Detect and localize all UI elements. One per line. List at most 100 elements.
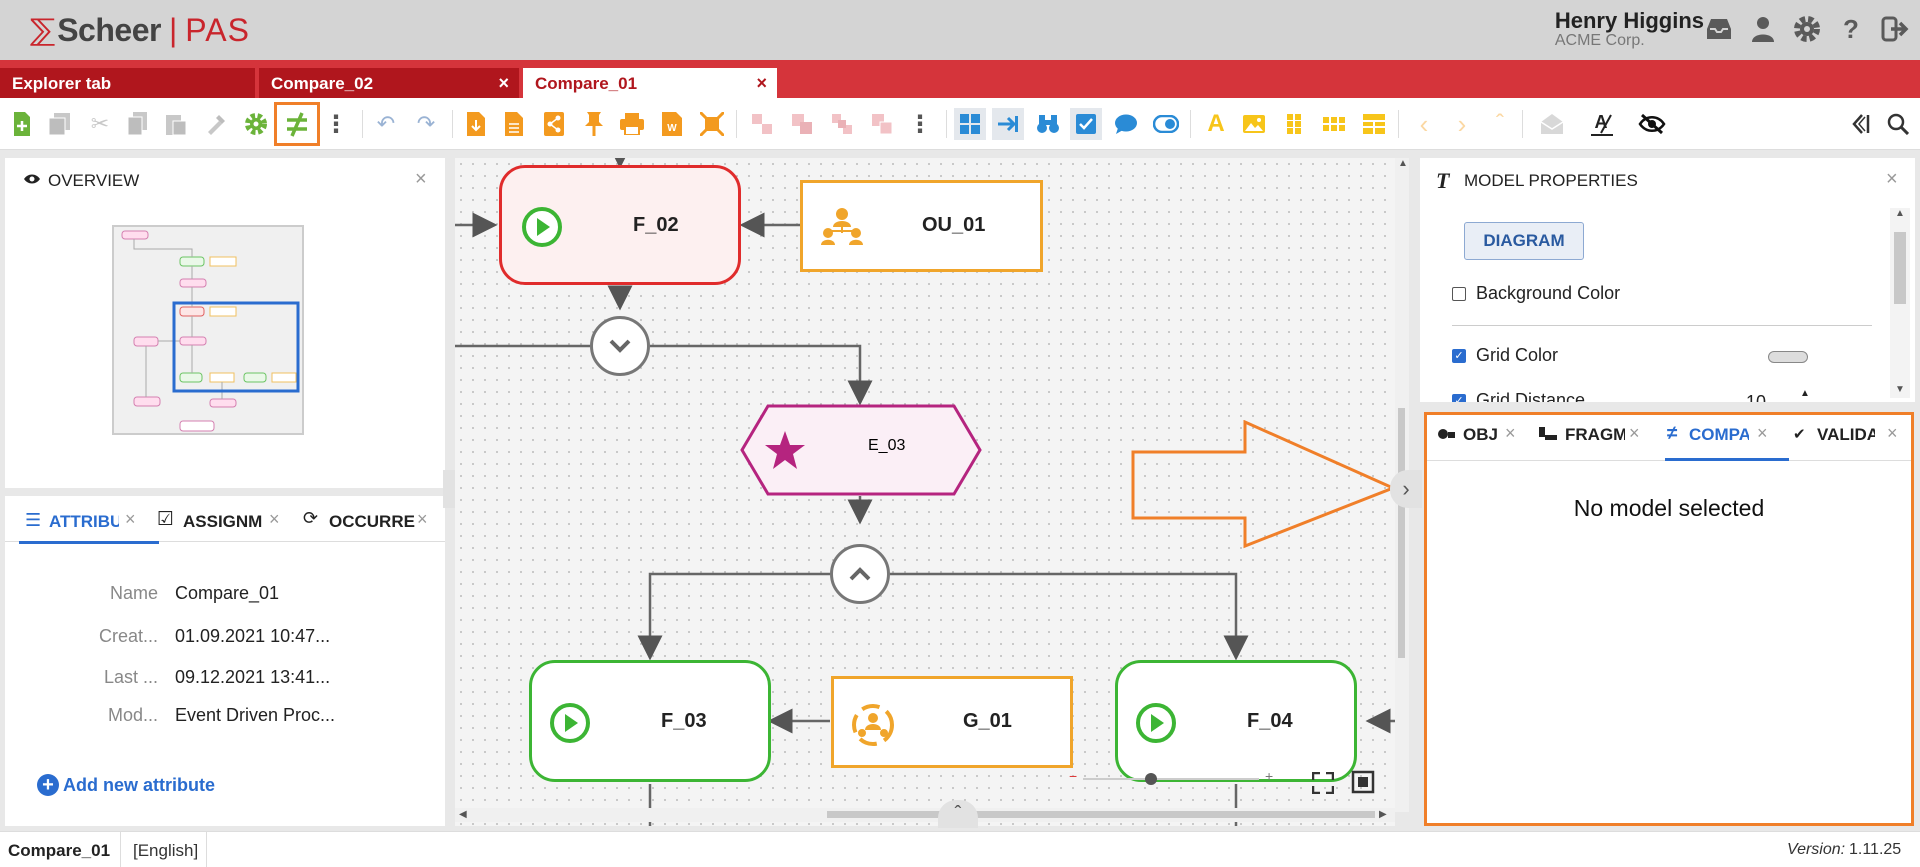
diagram-button[interactable]: DIAGRAM bbox=[1464, 222, 1584, 260]
grid-view-icon[interactable] bbox=[954, 108, 986, 140]
background-color-option[interactable]: Background Color bbox=[1452, 283, 1620, 304]
comment-icon[interactable] bbox=[1110, 108, 1142, 140]
fit-screen-icon[interactable] bbox=[1351, 770, 1375, 799]
binoculars-icon[interactable] bbox=[1032, 108, 1064, 140]
collapse-panel-icon[interactable] bbox=[1844, 108, 1876, 140]
close-icon[interactable]: × bbox=[269, 509, 280, 529]
fullscreen-icon[interactable] bbox=[1311, 771, 1335, 799]
mail-icon[interactable] bbox=[1536, 108, 1568, 140]
event-node-e03[interactable]: E_03 bbox=[740, 404, 982, 496]
tab-attributes[interactable]: ☰ ATTRIBU × bbox=[19, 509, 159, 544]
previous-icon[interactable]: ‹ bbox=[1419, 108, 1429, 139]
table-icon[interactable] bbox=[1358, 108, 1390, 140]
toggle-icon[interactable] bbox=[1150, 108, 1182, 140]
zoom-out-icon[interactable]: − bbox=[1069, 768, 1078, 784]
gear-icon[interactable] bbox=[1792, 14, 1822, 44]
close-icon[interactable]: × bbox=[1757, 423, 1768, 443]
row-layout-icon[interactable] bbox=[1318, 108, 1350, 140]
redo-icon[interactable]: ↷ bbox=[416, 111, 436, 136]
new-model-icon[interactable] bbox=[6, 108, 38, 140]
collapse-bottom-handle[interactable]: ˆ bbox=[938, 800, 978, 828]
cut-icon[interactable]: ✂ bbox=[90, 111, 110, 136]
diagram-canvas[interactable]: F_02 OU_01 E_03 F_03 G_01 bbox=[455, 158, 1395, 826]
grid-distance-value[interactable]: 10 bbox=[1746, 392, 1767, 402]
stepper-up-icon[interactable]: ▲ bbox=[1800, 388, 1810, 399]
fit-icon[interactable] bbox=[696, 108, 728, 140]
close-icon[interactable]: × bbox=[415, 168, 427, 190]
format-painter-icon[interactable] bbox=[200, 108, 232, 140]
document-icon[interactable] bbox=[498, 108, 530, 140]
gateway-split-node[interactable] bbox=[590, 316, 650, 376]
hide-icon[interactable] bbox=[1636, 108, 1668, 140]
function-node-f03[interactable]: F_03 bbox=[529, 660, 771, 782]
align-icon[interactable] bbox=[746, 108, 778, 140]
collapse-right-handle[interactable]: › bbox=[1390, 470, 1422, 508]
zoom-handle[interactable] bbox=[1145, 773, 1157, 785]
checkbox-icon[interactable] bbox=[1070, 108, 1102, 140]
close-icon[interactable]: × bbox=[1505, 423, 1516, 443]
tab-compare-02[interactable]: Compare_02 × bbox=[259, 68, 519, 98]
up-icon[interactable]: ˆ bbox=[1496, 110, 1504, 137]
grid-color-checkbox[interactable]: ✓ bbox=[1452, 348, 1466, 363]
properties-scrollbar[interactable]: ▲ ▼ bbox=[1890, 208, 1910, 398]
download-icon[interactable] bbox=[460, 108, 492, 140]
more-icon[interactable]: ⋮ bbox=[908, 110, 932, 138]
logout-icon[interactable] bbox=[1880, 14, 1910, 44]
gateway-join-node[interactable] bbox=[830, 544, 890, 604]
scrollbar-thumb[interactable] bbox=[1894, 232, 1906, 304]
close-icon[interactable]: × bbox=[125, 509, 136, 529]
tab-validation[interactable]: ✔ VALIDA × bbox=[1791, 423, 1911, 457]
close-tab-icon[interactable]: × bbox=[756, 73, 767, 93]
undo-icon[interactable]: ↶ bbox=[376, 111, 396, 136]
paste-icon[interactable] bbox=[160, 108, 192, 140]
tab-compare-01[interactable]: Compare_01 × bbox=[523, 68, 777, 100]
org-unit-node-ou01[interactable]: OU_01 bbox=[800, 180, 1043, 272]
share-icon[interactable] bbox=[538, 108, 570, 140]
close-icon[interactable]: × bbox=[1886, 168, 1898, 190]
scrollbar-thumb[interactable] bbox=[1398, 408, 1405, 658]
function-node-f04[interactable]: F_04 bbox=[1115, 660, 1357, 782]
settings-icon[interactable] bbox=[240, 108, 272, 140]
copy-icon[interactable] bbox=[122, 108, 154, 140]
tab-objects[interactable]: OBJE × bbox=[1437, 423, 1537, 457]
close-icon[interactable]: × bbox=[1887, 423, 1898, 443]
next-icon[interactable]: › bbox=[1457, 108, 1467, 139]
tab-compare[interactable]: ≠ COMPA × bbox=[1665, 423, 1789, 461]
function-node-f02[interactable]: F_02 bbox=[499, 165, 741, 285]
distribute-icon[interactable] bbox=[826, 108, 858, 140]
image-icon[interactable] bbox=[1238, 108, 1270, 140]
column-layout-icon[interactable] bbox=[1278, 108, 1310, 140]
add-attribute-link[interactable]: + Add new attribute bbox=[37, 774, 215, 796]
print-icon[interactable] bbox=[616, 108, 648, 140]
zoom-slider[interactable]: − + bbox=[1069, 768, 1279, 788]
tab-fragments[interactable]: FRAGM × bbox=[1539, 423, 1649, 457]
export-word-icon[interactable]: W bbox=[656, 108, 688, 140]
search-icon[interactable] bbox=[1882, 108, 1914, 140]
tab-explorer[interactable]: Explorer tab bbox=[0, 68, 255, 98]
close-icon[interactable]: × bbox=[417, 509, 428, 529]
spellcheck-icon[interactable]: A bbox=[1586, 108, 1618, 140]
group-node-g01[interactable]: G_01 bbox=[831, 676, 1073, 768]
grid-color-swatch[interactable] bbox=[1768, 351, 1808, 363]
grid-distance-checkbox[interactable]: ✓ bbox=[1452, 393, 1466, 402]
zoom-in-icon[interactable]: + bbox=[1265, 768, 1274, 784]
pin-icon[interactable] bbox=[578, 108, 610, 140]
status-language[interactable]: [English] bbox=[133, 841, 199, 860]
tab-assignments[interactable]: ☑ ASSIGNME × bbox=[153, 509, 293, 544]
background-color-checkbox[interactable] bbox=[1452, 286, 1466, 301]
compare-button[interactable] bbox=[274, 102, 320, 146]
close-icon[interactable]: × bbox=[1629, 423, 1640, 443]
text-icon[interactable]: A bbox=[1207, 110, 1225, 137]
inbox-icon[interactable] bbox=[1704, 14, 1734, 44]
user-icon[interactable] bbox=[1748, 14, 1778, 44]
overview-minimap[interactable] bbox=[112, 225, 304, 435]
tab-occurrences[interactable]: ⟳ OCCURRE × bbox=[299, 508, 445, 544]
group-icon[interactable] bbox=[866, 108, 898, 140]
grid-distance-option[interactable]: ✓ Grid Distance bbox=[1452, 390, 1585, 402]
close-tab-icon[interactable]: × bbox=[498, 73, 509, 93]
more-icon[interactable]: ⋮ bbox=[324, 110, 348, 138]
canvas-horizontal-scrollbar[interactable]: ◀ ▶ bbox=[455, 808, 1395, 822]
scrollbar-thumb[interactable] bbox=[827, 811, 1375, 818]
help-icon[interactable]: ? bbox=[1843, 13, 1859, 44]
copy-model-icon[interactable] bbox=[44, 108, 76, 140]
